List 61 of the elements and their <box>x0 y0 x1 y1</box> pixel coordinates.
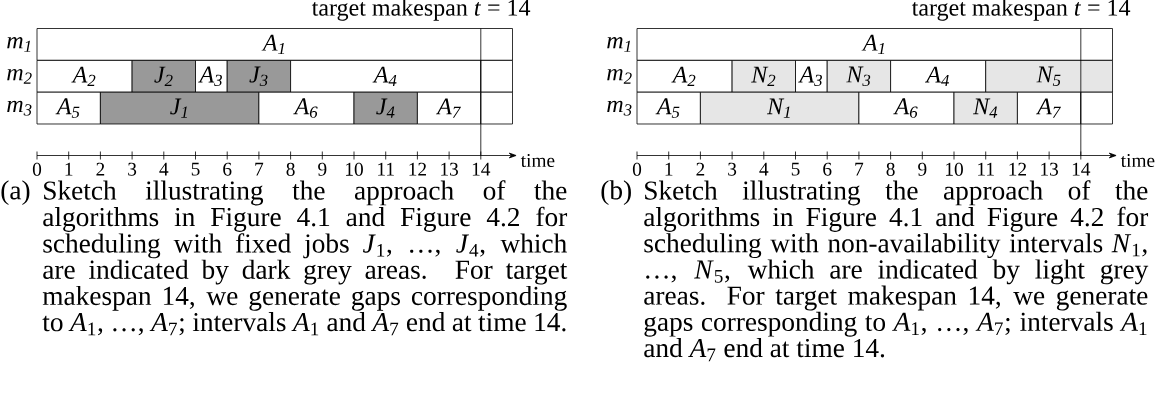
non-availability-block: N$_{4}$ <box>953 91 1018 125</box>
machine-label: m$_{1}$ <box>7 37 31 52</box>
tick-label: 4 <box>159 162 169 176</box>
axis-label: time <box>1120 154 1155 167</box>
empty-interval-box <box>1080 91 1113 125</box>
interval-box: A$_{3}$ <box>795 60 828 93</box>
tick-label: 3 <box>128 162 137 176</box>
interval-box: A$_{7}$ <box>417 91 482 125</box>
tick-label: 7 <box>255 162 264 176</box>
interval-box: A$_{4}$ <box>890 60 987 93</box>
tick-label: 12 <box>1009 162 1026 176</box>
machine-label: m$_{2}$ <box>607 68 632 84</box>
interval-box: A$_{5}$ <box>36 91 101 125</box>
tick-label: 8 <box>886 162 895 176</box>
tick-label: 6 <box>223 162 232 176</box>
tick-label: 6 <box>823 162 832 176</box>
fixed-job-block: J$_{3}$ <box>226 60 291 93</box>
machine-label: m$_{3}$ <box>7 100 32 116</box>
tick-label: 13 <box>441 162 458 176</box>
subfigure-label: (a) <box>1 180 30 206</box>
interval-box: A$_{7}$ <box>1017 91 1082 125</box>
tick-label: 8 <box>286 162 295 176</box>
interval-box: A$_{2}$ <box>36 60 133 93</box>
interval-box: A$_{6}$ <box>858 91 955 125</box>
subfigure-label: (b) <box>601 180 631 206</box>
tick-label: 5 <box>791 162 800 176</box>
tick-label: 4 <box>759 162 769 176</box>
caption: Sketch illustrating the approach of the algorithms in Figure 4.1 and Figure 4.2 for scheduling with fixed jobs J$_{1}$, …, J$_{4}$, which are indicated by dark grey areas. For target makespan 14, we generate gaps corresponding to A$_{1}$, …, A$_{7}$; intervals A$_{1}$ and A$_{7}$ end at time 14. <box>42 180 568 336</box>
tick-label: 2 <box>696 162 705 176</box>
non-availability-block: N$_{5}$ <box>985 60 1113 93</box>
interval-box: A$_{3}$ <box>195 60 228 93</box>
tick-label: 9 <box>918 162 927 176</box>
tick-label: 0 <box>632 162 642 176</box>
tick-label: 10 <box>946 162 963 176</box>
fixed-job-block: J$_{2}$ <box>131 60 196 93</box>
axis-label: time <box>520 154 555 167</box>
tick-label: 11 <box>378 162 394 176</box>
tick-label: 3 <box>728 162 737 176</box>
interval-box: A$_{6}$ <box>258 91 355 125</box>
tick-label: 7 <box>855 162 864 176</box>
tick-label: 0 <box>32 162 42 176</box>
tick-label: 11 <box>978 162 994 176</box>
tick-label: 1 <box>65 162 73 176</box>
tick-label: 13 <box>1041 162 1058 176</box>
machine-label: m$_{1}$ <box>607 37 631 52</box>
tick-label: 14 <box>1072 162 1091 176</box>
tick-label: 10 <box>346 162 363 176</box>
fixed-job-block: J$_{4}$ <box>353 91 418 125</box>
tick-label: 12 <box>409 162 426 176</box>
non-availability-block: N$_{3}$ <box>826 60 891 93</box>
tick-label: 2 <box>96 162 105 176</box>
interval-box: A$_{5}$ <box>636 91 701 125</box>
interval-box: A$_{2}$ <box>636 60 733 93</box>
non-availability-block: N$_{2}$ <box>731 60 796 93</box>
machine-label: m$_{2}$ <box>7 68 32 84</box>
tick-label: 9 <box>318 162 327 176</box>
tick-label: 5 <box>191 162 200 176</box>
machine-label: m$_{3}$ <box>607 100 632 116</box>
tick-label: 14 <box>472 162 491 176</box>
caption: Sketch illustrating the approach of the algorithms in Figure 4.1 and Figure 4.2 for scheduling with non-availability intervals N$_{1}$, …, N$_{5}$, which are indicated by light grey areas. For target makespan 14, we generate gaps corresponding to A$_{1}$, …, A$_{7}$; intervals A$_{1}$ and A$_{7}$ end at time 14. <box>644 180 1149 362</box>
tick-label: 1 <box>665 162 673 176</box>
